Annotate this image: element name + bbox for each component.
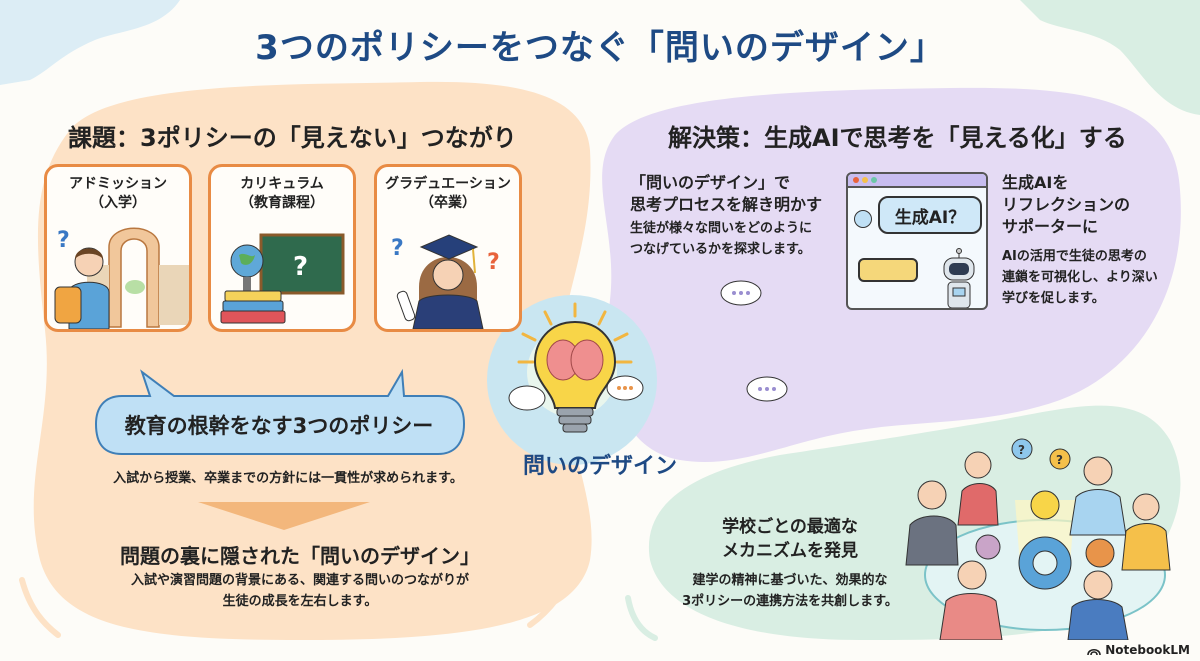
policy-card-admission: アドミッション （入学） ? bbox=[44, 164, 192, 332]
mechanism-desc: 建学の精神に基づいた、効果的な 3ポリシーの連携方法を共創します。 bbox=[660, 570, 920, 612]
window-dot-icon bbox=[853, 177, 859, 183]
solution-heading: 解決策：生成AIで思考を「見える化」する bbox=[668, 124, 1127, 152]
desc-line: 3ポリシーの連携方法を共創します。 bbox=[682, 594, 898, 609]
svg-text:?: ? bbox=[1018, 443, 1025, 457]
card-title: グラデュエーション bbox=[385, 176, 511, 192]
question-design-desc: 生徒が様々な問いをどのように つなげているかを探求します。 bbox=[630, 218, 812, 260]
title-line: サポーターに bbox=[1002, 217, 1099, 236]
hidden-design-desc: 入試や演習問題の背景にある、関連する問いのつながりが 生徒の成長を左右します。 bbox=[90, 570, 510, 612]
svg-text:?: ? bbox=[293, 252, 308, 282]
title-line: 学校ごとの最適な bbox=[722, 517, 858, 537]
user-avatar-icon bbox=[854, 210, 872, 228]
desc-line: AIの活用で生徒の思考の bbox=[1002, 249, 1147, 264]
ai-reflection-title: 生成AIを リフレクションの サポーターに bbox=[1002, 172, 1130, 238]
desc-line: 生徒の成長を左右します。 bbox=[222, 594, 378, 609]
brand-label: NotebookLM bbox=[1105, 643, 1190, 657]
thought-cloud-icon bbox=[720, 280, 762, 306]
svg-text:?: ? bbox=[1056, 453, 1063, 467]
window-titlebar bbox=[848, 174, 986, 188]
teachers-collaboration-illustration: ? ? bbox=[905, 438, 1171, 640]
window-dot-icon bbox=[862, 177, 868, 183]
robot-icon bbox=[943, 248, 975, 308]
title-line: 生成AIを bbox=[1002, 173, 1069, 192]
bottom-right-accent bbox=[625, 595, 658, 641]
card-subtitle: （入学） bbox=[90, 195, 146, 211]
desc-line: 建学の精神に基づいた、効果的な bbox=[692, 573, 888, 588]
ai-chat-window: 生成AI？ bbox=[846, 172, 988, 310]
globe-books-chalkboard-illustration: ? bbox=[220, 233, 345, 324]
card-title: アドミッション bbox=[69, 176, 167, 192]
card-title: カリキュラム bbox=[240, 176, 324, 192]
top-left-blob bbox=[0, 0, 180, 85]
lightbulb-brain-icon bbox=[508, 302, 644, 433]
card-subtitle: （教育課程） bbox=[240, 195, 324, 211]
ai-reflection-desc: AIの活用で生徒の思考の 連鎖を可視化し、より深い 学びを促します。 bbox=[1002, 246, 1158, 309]
policy-card-curriculum: カリキュラム （教育課程） ? bbox=[208, 164, 356, 332]
desc-line: 生徒が様々な問いをどのように bbox=[630, 221, 813, 236]
thought-cloud-icon bbox=[746, 376, 788, 402]
desc-line: つなげているかを探求します。 bbox=[630, 242, 811, 257]
title-line: 思考プロセスを解き明かす bbox=[630, 195, 823, 214]
page-title: 3つのポリシーをつなぐ「問いのデザイン」 bbox=[255, 28, 945, 68]
desc-line: 入試や演習問題の背景にある、関連する問いのつながりが bbox=[130, 573, 469, 588]
speech-bubble bbox=[94, 368, 466, 455]
mechanism-title: 学校ごとの最適な メカニズムを発見 bbox=[680, 515, 900, 563]
three-policies-desc: 入試から授業、卒業までの方針には一貫性が求められます。 bbox=[113, 471, 463, 486]
left-panel-accent bbox=[19, 577, 61, 638]
title-line: メカニズムを発見 bbox=[722, 541, 858, 561]
question-design-title: 「問いのデザイン」で 思考プロセスを解き明かす bbox=[630, 172, 822, 216]
notebooklm-badge: NotebookLM bbox=[1087, 643, 1190, 657]
student-archway-illustration: ? bbox=[54, 227, 189, 329]
three-policies-label: 教育の根幹をなす3つのポリシー bbox=[124, 414, 434, 438]
notebooklm-logo-icon bbox=[1087, 648, 1101, 656]
left-panel-accent bbox=[527, 557, 578, 628]
desc-line: 連鎖を可視化し、より深い bbox=[1002, 270, 1158, 285]
chat-reply-bubble bbox=[858, 258, 918, 282]
title-line: リフレクションの bbox=[1002, 195, 1131, 214]
center-label: 問いのデザイン bbox=[522, 454, 677, 479]
svg-text:?: ? bbox=[391, 236, 404, 261]
desc-line: 学びを促します。 bbox=[1002, 291, 1105, 306]
down-arrow-icon bbox=[198, 502, 370, 530]
svg-text:?: ? bbox=[487, 250, 500, 275]
title-line: 「問いのデザイン」で bbox=[630, 173, 791, 192]
policy-card-graduation: グラデュエーション （卒業） ? ? bbox=[374, 164, 522, 332]
card-subtitle: （卒業） bbox=[420, 195, 476, 211]
top-right-blob bbox=[1020, 0, 1200, 115]
graduate-illustration: ? ? bbox=[391, 234, 500, 329]
hidden-design-heading: 問題の裏に隠された「問いのデザイン」 bbox=[120, 544, 480, 568]
problem-heading: 課題：3ポリシーの「見えない」つながり bbox=[68, 124, 517, 152]
svg-text:?: ? bbox=[57, 228, 70, 253]
window-dot-icon bbox=[871, 177, 877, 183]
ai-question-bubble: 生成AI？ bbox=[878, 196, 982, 234]
